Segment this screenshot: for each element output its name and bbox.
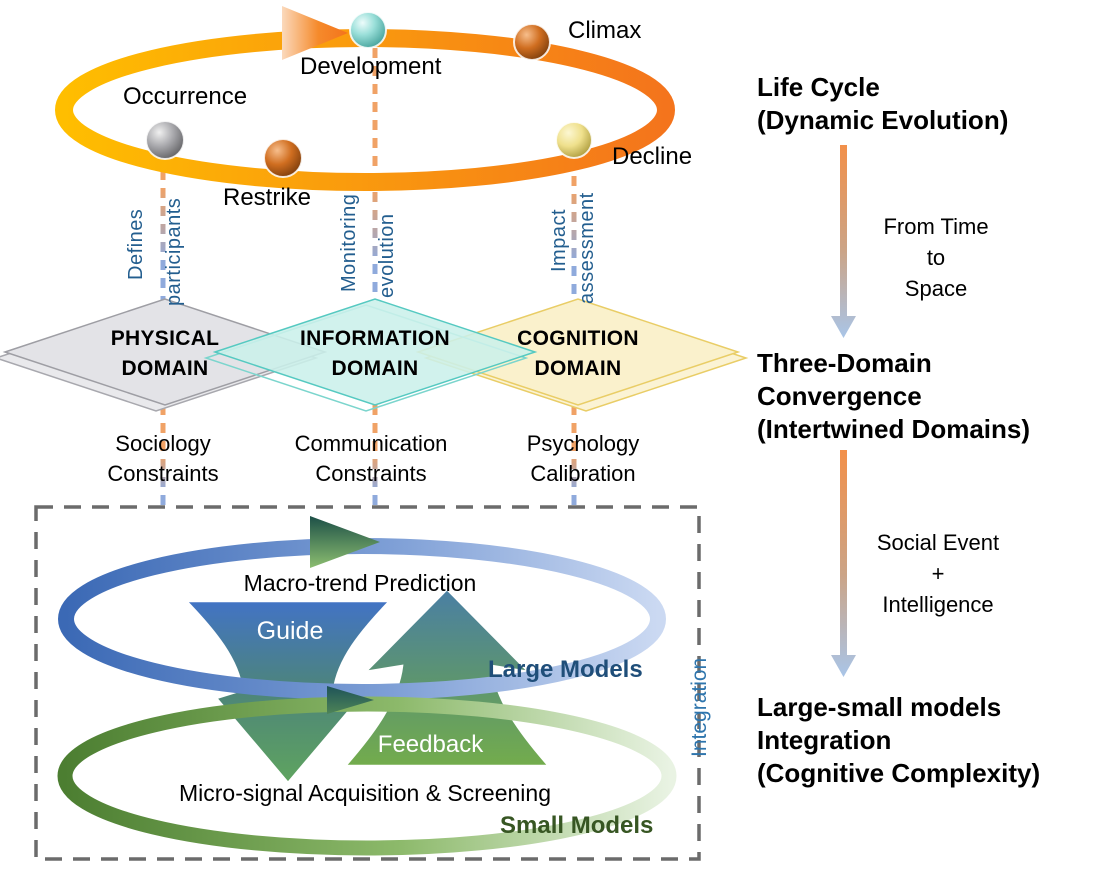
stage-label-restrike: Restrike	[223, 184, 312, 211]
stage2-line2: Convergence	[757, 381, 922, 411]
right-panel-stage3: Large-small models Integration (Cognitiv…	[757, 691, 1040, 790]
time-to-space-arrow	[831, 145, 856, 338]
information-sub-line1: Communication	[294, 431, 448, 456]
connector-label-monitoring: Monitoring	[338, 193, 360, 292]
physical-domain-line1: PHYSICAL	[110, 327, 220, 350]
physical-sub-label: Sociology Constraints	[63, 429, 263, 489]
information-domain-label: INFORMATION DOMAIN	[270, 324, 480, 384]
transition2-line1: Social Event	[876, 530, 1000, 555]
decline-sphere	[555, 121, 593, 159]
lifecycle-arrowhead-icon	[282, 6, 348, 60]
large-models-label: Large Models	[488, 656, 643, 683]
information-domain-diamond	[212, 298, 538, 406]
stage-label-occurrence: Occurrence	[123, 83, 248, 110]
physical-domain-label: PHYSICAL DOMAIN	[65, 324, 265, 384]
right-panel-transition1: From Time to Space	[861, 211, 1011, 304]
micro-signal-label: Micro-signal Acquisition & Screening	[178, 780, 551, 806]
climax-sphere	[513, 23, 551, 61]
feedback-label: Feedback	[377, 731, 484, 758]
connector-label-defines: Defines	[125, 208, 147, 280]
connector-label-impact: Impact	[548, 208, 570, 272]
right-panel-stage1: Life Cycle (Dynamic Evolution)	[757, 71, 1008, 137]
stage1-line1: Life Cycle	[757, 72, 880, 102]
cognition-domain-line2: DOMAIN	[534, 357, 622, 380]
small-models-ellipse	[57, 696, 677, 856]
transition1-line3: Space	[904, 276, 968, 301]
information-sub-label: Communication Constraints	[256, 429, 486, 489]
transition1-line1: From Time	[883, 214, 989, 239]
stage2-line1: Three-Domain	[757, 348, 932, 378]
guide-label: Guide	[256, 617, 324, 645]
cognition-sub-line1: Psychology	[526, 431, 640, 456]
integration-dashed-box	[34, 505, 701, 861]
small-models-arrowhead-icon	[327, 686, 374, 714]
development-sphere	[349, 11, 387, 49]
stage-label-climax: Climax	[568, 17, 642, 44]
information-domain-line2: DOMAIN	[331, 357, 419, 380]
physical-sub-line2: Constraints	[107, 461, 219, 486]
transition2-line3: Intelligence	[882, 592, 994, 617]
occurrence-sphere	[145, 120, 185, 160]
large-models-arrowhead-icon	[310, 516, 380, 568]
stage-label-decline: Decline	[612, 143, 693, 170]
small-models-label: Small Models	[500, 812, 654, 839]
physical-domain-line2: DOMAIN	[121, 357, 209, 380]
cognition-sub-line2: Calibration	[530, 461, 636, 486]
connector-label-participants: participants	[163, 197, 185, 306]
macro-trend-label: Macro-trend Prediction	[243, 570, 477, 596]
domain-diamonds	[0, 298, 749, 412]
stage3-line2: Integration	[757, 725, 892, 755]
stage3-line3: (Cognitive Complexity)	[757, 758, 1041, 788]
connector-label-assessment: assessment	[576, 192, 598, 304]
integration-label: Integration	[688, 657, 711, 757]
lifecycle-spheres	[145, 11, 593, 178]
cognition-sub-label: Psychology Calibration	[478, 429, 688, 489]
stage2-line3: (Intertwined Domains)	[757, 414, 1031, 444]
transition2-line2: +	[931, 561, 945, 586]
stage3-line1: Large-small models	[757, 692, 1002, 722]
physical-sub-line1: Sociology	[115, 431, 211, 456]
right-panel-transition2: Social Event + Intelligence	[863, 527, 1013, 620]
cognition-domain-diamond	[415, 298, 741, 406]
right-panel-stage2: Three-Domain Convergence (Intertwined Do…	[757, 347, 1030, 446]
cognition-domain-line1: COGNITION	[517, 327, 639, 350]
restrike-sphere	[263, 138, 303, 178]
stage1-line2: (Dynamic Evolution)	[757, 105, 1009, 135]
information-domain-line1: INFORMATION	[300, 327, 450, 350]
stage-label-development: Development	[300, 53, 442, 80]
information-sub-line2: Constraints	[315, 461, 427, 486]
event-intelligence-arrow	[831, 450, 856, 677]
transition1-line2: to	[926, 245, 946, 270]
connector-label-evolution: evolution	[376, 213, 398, 298]
cognition-domain-label: COGNITION DOMAIN	[478, 324, 678, 384]
